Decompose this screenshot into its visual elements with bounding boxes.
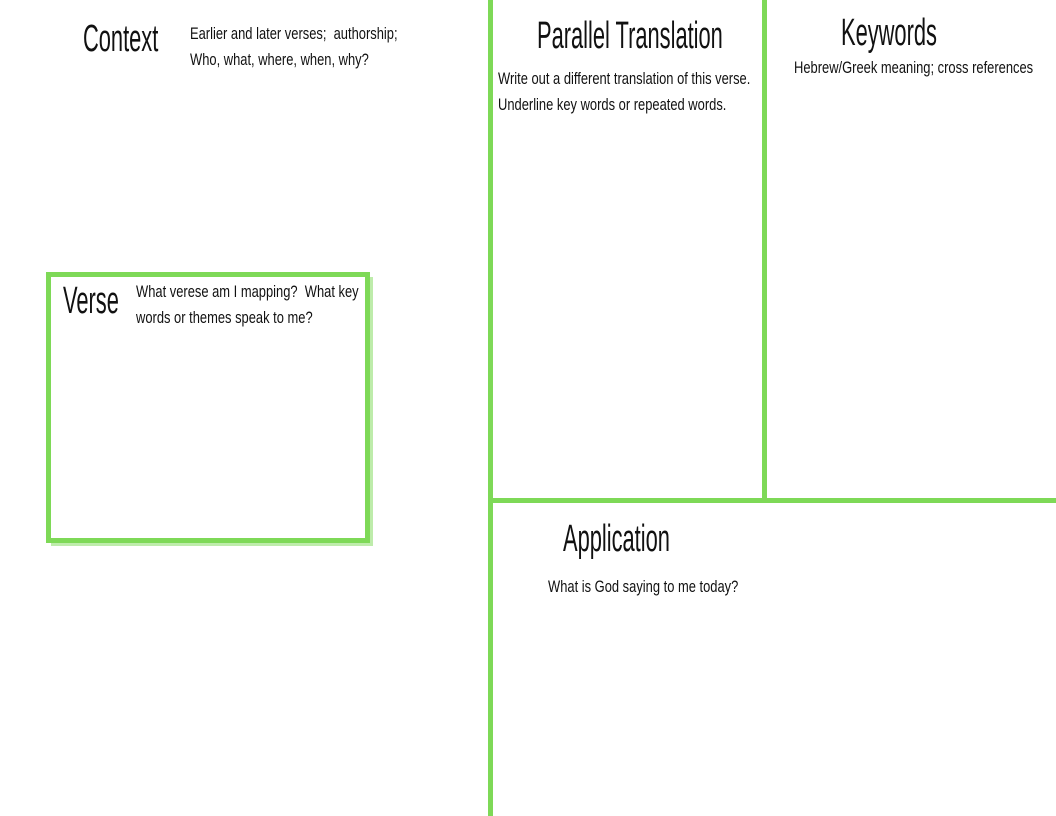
vertical-divider-right [762, 0, 767, 503]
parallel-translation-description: Write out a different translation of thi… [498, 69, 751, 114]
context-description: Earlier and later verses; authorship; Wh… [190, 24, 398, 69]
horizontal-divider [490, 498, 1056, 503]
parallel-translation-title: Parallel Translation [537, 15, 723, 57]
verse-description: What verese am I mapping? What key words… [136, 282, 359, 327]
keywords-title: Keywords [841, 12, 937, 54]
parallel-translation-section[interactable]: Parallel Translation Write out a differe… [493, 0, 762, 498]
application-description: What is God saying to me today? [548, 577, 739, 596]
context-title: Context [83, 18, 159, 60]
application-section[interactable]: Application What is God saying to me tod… [493, 503, 1056, 816]
verse-section[interactable]: Verse What verese am I mapping? What key… [46, 272, 370, 543]
keywords-description: Hebrew/Greek meaning; cross references [794, 58, 1034, 77]
vertical-divider-left [488, 0, 493, 816]
application-title: Application [563, 518, 670, 560]
verse-title: Verse [63, 280, 119, 322]
keywords-section[interactable]: Keywords Hebrew/Greek meaning; cross ref… [767, 0, 1056, 498]
context-section[interactable]: Context Earlier and later verses; author… [0, 0, 488, 272]
